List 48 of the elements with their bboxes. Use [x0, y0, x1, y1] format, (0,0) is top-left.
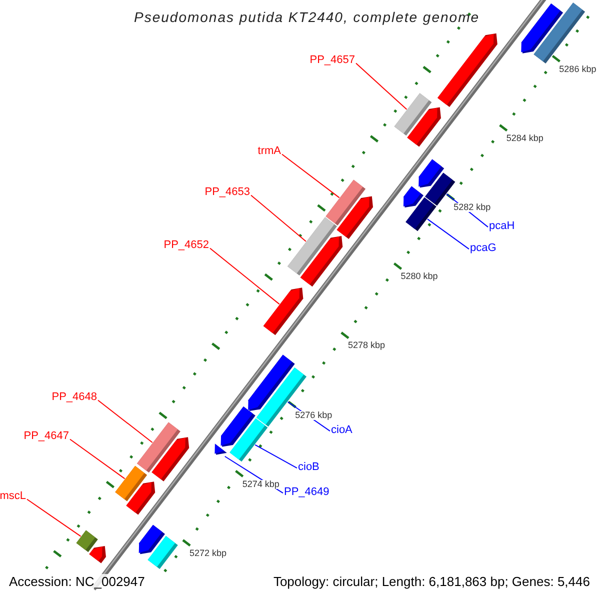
gene-feature [230, 418, 268, 462]
title: Pseudomonas putida KT2440, complete genome [134, 10, 480, 24]
gene-label: PP_4647 [24, 431, 69, 442]
gene-feature [425, 172, 456, 206]
leader-line [254, 444, 298, 469]
scale-label: 5274 kbp [241, 480, 280, 489]
leader-line [282, 154, 340, 198]
leader-line [250, 194, 306, 242]
gene-feature [407, 107, 441, 147]
gene-feature [89, 546, 106, 564]
gene-label: mscL [0, 491, 26, 502]
gene-label: PP_4653 [204, 187, 250, 198]
gene-feature [406, 197, 436, 232]
scale-label: 5280 kbp [400, 272, 439, 282]
leader-line [70, 438, 126, 480]
gene-feature [300, 236, 343, 287]
leader-line [210, 248, 280, 305]
gene-feature [152, 437, 190, 482]
gene-label: trmA [258, 146, 281, 157]
gene-feature [534, 2, 586, 64]
scale-label: 5272 kbp [188, 548, 228, 558]
accession-text: Accession: NC_002947 [7, 574, 147, 589]
scale-label: 5276 kbp [294, 410, 334, 420]
leader-line [26, 498, 82, 537]
gene-feature [214, 444, 227, 455]
gene-feature [76, 530, 98, 552]
topology-text: Topology: circular; Length: 6,181,863 bp; Genes: 5,446 [271, 574, 592, 589]
scale-label: 5282 kbp [452, 203, 492, 212]
scale-label: 5284 kbp [505, 134, 544, 143]
scale-label: 5286 kbp [558, 64, 598, 74]
leader-line [426, 218, 470, 250]
gene-label: cioB [298, 462, 320, 473]
scale-label: 5278 kbp [346, 341, 386, 350]
gene-feature [336, 196, 373, 239]
gene-feature [403, 186, 424, 208]
leader-line [98, 400, 153, 444]
gene-feature [263, 288, 304, 336]
gene-label: PP_4648 [52, 392, 97, 403]
gene-feature [438, 33, 498, 108]
gene-label: PP_4652 [164, 240, 209, 251]
gene-label: pcaG [470, 243, 496, 254]
leader-line [356, 62, 408, 110]
gene-feature [148, 536, 178, 569]
gene-label: PP_4657 [310, 55, 355, 66]
gene-label: cioA [331, 425, 352, 436]
gene-feature [126, 482, 156, 515]
gene-label: PP_4649 [284, 487, 330, 498]
gene-label: pcaH [489, 221, 515, 232]
